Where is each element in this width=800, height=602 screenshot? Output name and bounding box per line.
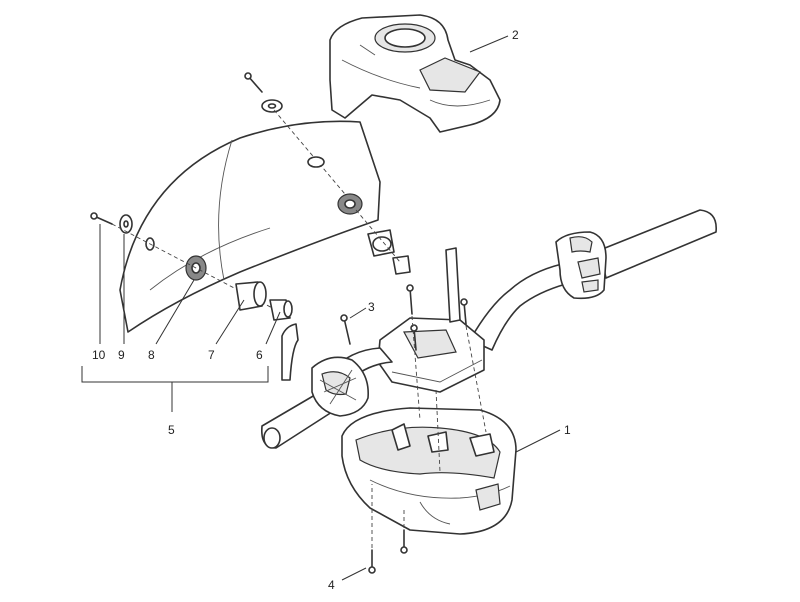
callout-5: 5 [168, 423, 175, 437]
right-mount-hardware [337, 193, 411, 275]
leader-4 [341, 567, 367, 581]
callout-8: 8 [148, 348, 155, 362]
assembly-line-b [465, 325, 487, 433]
callout-9: 9 [118, 348, 125, 362]
clamp-screw-right [460, 298, 468, 325]
bottom-screw-left [368, 484, 376, 574]
left-screw [90, 212, 113, 225]
leader-3 [349, 307, 367, 319]
lower-handlebar-cover [341, 407, 517, 535]
callout-6: 6 [256, 348, 263, 362]
leader-2 [469, 35, 509, 53]
callout-4: 4 [328, 578, 335, 592]
left-washer [119, 214, 133, 234]
bottom-screw-right [400, 508, 408, 554]
upper-handlebar-cover [329, 14, 501, 133]
callout-1: 1 [564, 423, 571, 437]
clamp-screw-mid [406, 284, 414, 315]
left-axis-line [111, 223, 281, 313]
windshield-top-screw [244, 72, 351, 201]
left-nut [269, 299, 293, 321]
handlebar [260, 209, 717, 449]
callout-10: 10 [92, 348, 106, 362]
callout-3: 3 [368, 300, 375, 314]
callout-2: 2 [512, 28, 519, 42]
windshield [119, 120, 381, 333]
callout-leaders-group5 [81, 224, 281, 412]
callout-7: 7 [208, 348, 215, 362]
assembly-line-a [411, 315, 421, 421]
leader-1 [515, 429, 561, 453]
windshield-hole [307, 156, 325, 168]
clamp-screw-left [340, 314, 351, 345]
